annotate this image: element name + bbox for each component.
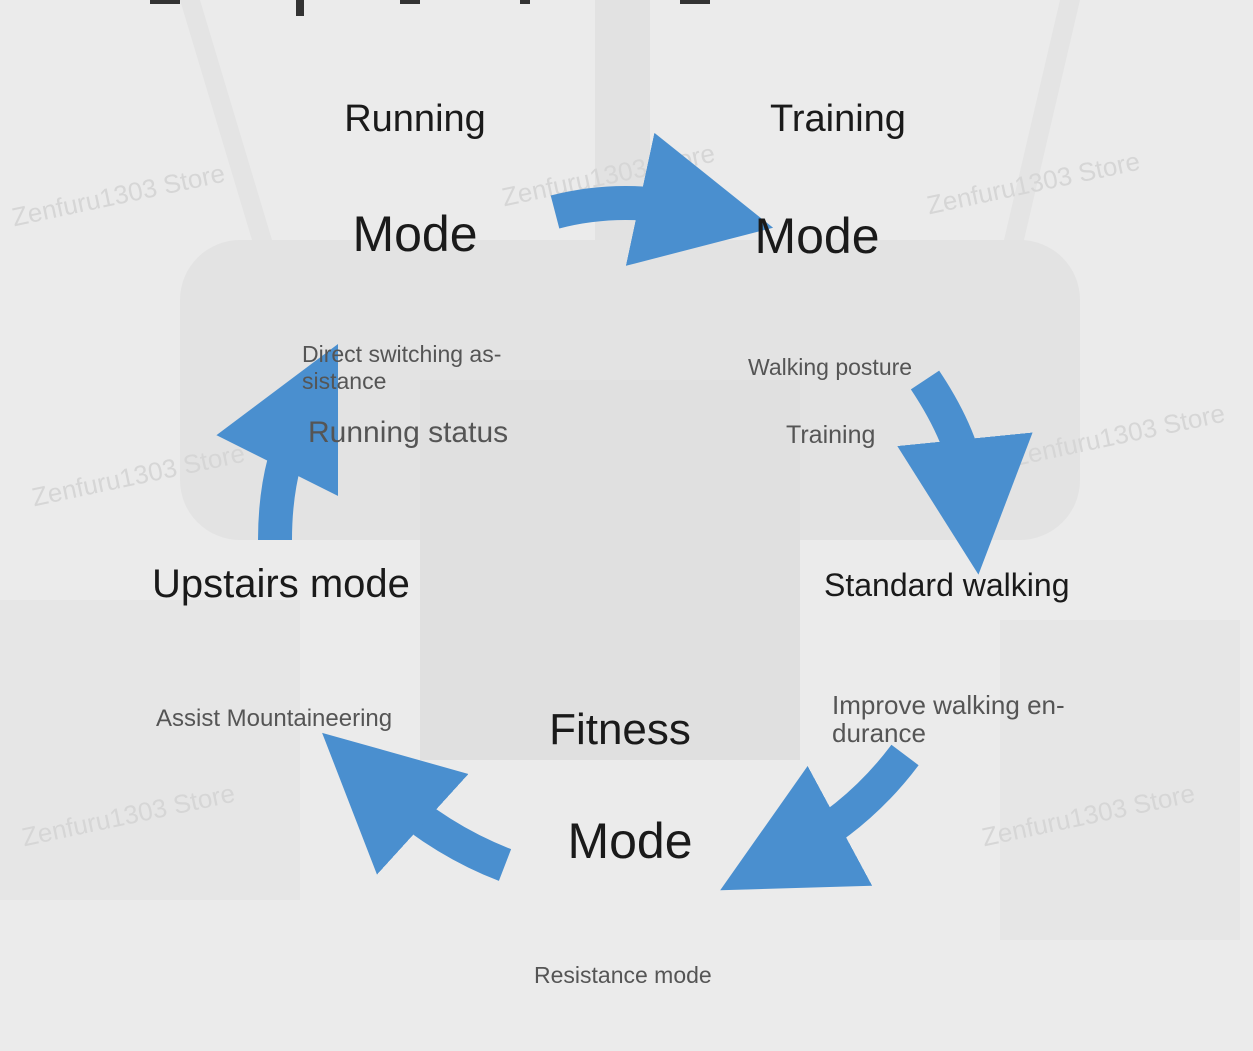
running-status-label: Running status [308,416,509,449]
arrow-walking-to-fitness [720,744,919,891]
label-line: sistance [302,368,387,394]
arrow-training-to-walking [897,370,1033,575]
label-line: Improve walking en- [832,690,1065,720]
upstairs-mode-label: Upstairs mode [152,562,410,606]
assist-mountaineering-label: Assist Mountaineering [156,705,393,732]
resistance-mode-label: Resistance mode [534,962,712,988]
improve-walking-label: Improve walking en- durance [832,691,1065,747]
fitness-mode-subtitle: Mode [567,813,693,869]
training-label: Training [786,421,876,449]
running-mode-subtitle: Mode [352,206,478,262]
label-line: Direct switching as- [302,341,502,367]
training-mode-title: Training [770,98,906,140]
label-line: durance [832,718,926,748]
arrow-fitness-to-upstairs [322,732,512,881]
arrow-running-to-training [550,132,774,266]
running-mode-title: Running [344,98,486,140]
fitness-mode-title: Fitness [549,705,691,754]
training-mode-subtitle: Mode [754,208,880,264]
standard-walking-label: Standard walking [824,567,1070,603]
direct-switching-label: Direct switching as- sistance [302,341,501,395]
arrow-upstairs-to-running [216,343,339,541]
walking-posture-label: Walking posture [748,354,913,380]
